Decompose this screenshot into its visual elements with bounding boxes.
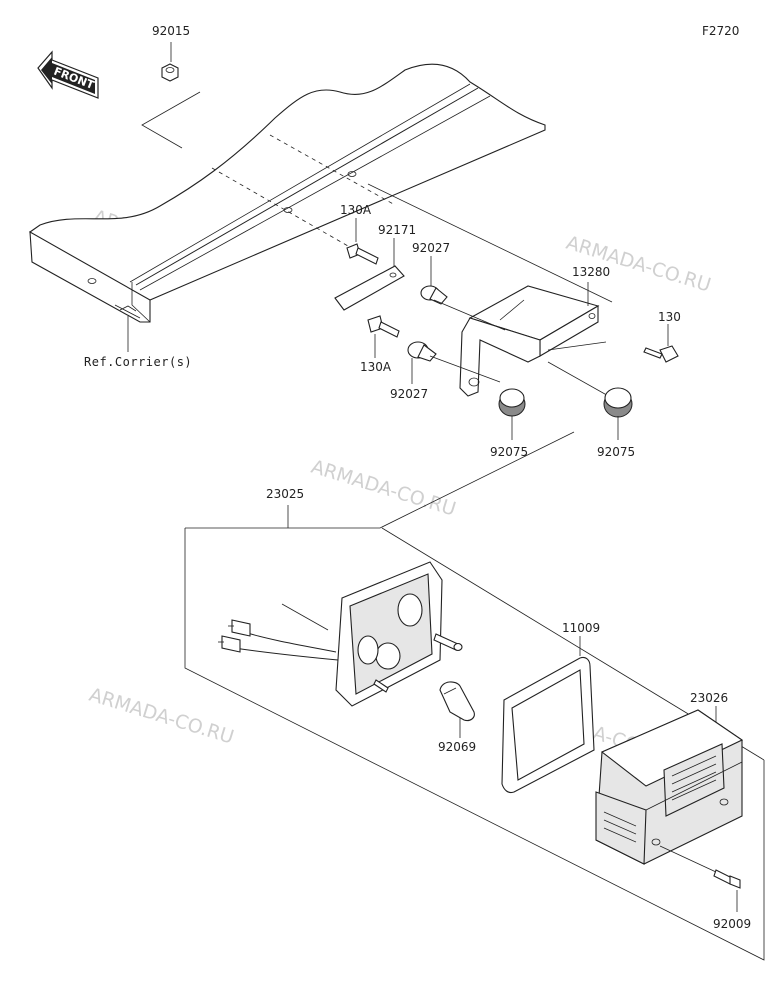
part-130a-bottom-label: 130A	[360, 360, 392, 374]
assembly-frame	[184, 528, 765, 961]
part-92015-label: 92015	[152, 24, 190, 38]
gasket-11009	[501, 656, 595, 794]
bolt-130a-bottom	[367, 315, 400, 338]
collar-92027-top	[420, 285, 448, 305]
bulb-92069	[439, 681, 475, 722]
diagram-id: F2720	[702, 24, 739, 38]
ref-carrier-label: Ref.Corrier(s)	[84, 355, 192, 369]
carrier-rack	[28, 63, 546, 323]
bolt-130	[643, 345, 679, 363]
screw-92009	[713, 869, 741, 889]
watermark: ARMADA-CO.RU	[309, 456, 459, 521]
watermarks: ARMADA-CO.RU ARMADA-CO.RU ARMADA-CO.RU A…	[87, 206, 714, 767]
part-92075-left-label: 92075	[490, 445, 528, 459]
lens-23026	[595, 709, 744, 865]
part-130a-top-label: 130A	[340, 203, 372, 217]
part-23025-label: 23025	[266, 487, 304, 501]
part-92069-label: 92069	[438, 740, 476, 754]
grommet-92075-right	[603, 387, 633, 418]
lamp-base-23025	[218, 561, 463, 707]
part-11009-label: 11009	[562, 621, 600, 635]
part-23026-label: 23026	[690, 691, 728, 705]
part-130-label: 130	[658, 310, 681, 324]
front-arrow-icon: FRONT	[37, 50, 99, 99]
part-92027-top-label: 92027	[412, 241, 450, 255]
bolt-130a-top	[346, 243, 379, 265]
part-92027-bottom-label: 92027	[390, 387, 428, 401]
collar-92027-bottom	[407, 341, 437, 362]
plate-92171	[334, 265, 405, 311]
part-13280-label: 13280	[572, 265, 610, 279]
part-92171-label: 92171	[378, 223, 416, 237]
bracket-13280	[459, 285, 600, 397]
part-92075-right-label: 92075	[597, 445, 635, 459]
grommet-92075-left	[498, 388, 526, 417]
watermark: ARMADA-CO.RU	[87, 684, 237, 749]
part-92009-label: 92009	[713, 917, 751, 931]
nut-icon	[161, 63, 179, 82]
